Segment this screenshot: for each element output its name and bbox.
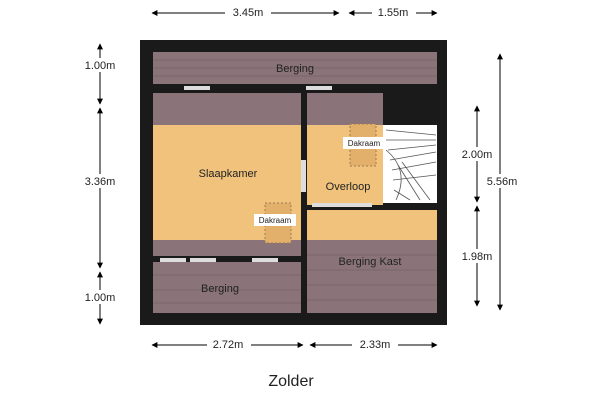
- dim-bg-left-mid: [78, 174, 122, 188]
- floor-title: Zolder: [268, 373, 314, 390]
- door-bottom-3: [252, 258, 278, 262]
- berging-kast-floor: [307, 240, 437, 313]
- dim-left-mid: 3.36m: [85, 176, 116, 188]
- dim-right-upper: 2.00m: [462, 149, 493, 161]
- dim-bg-bottom-left: [207, 337, 251, 351]
- room-label-berging-top: Berging: [276, 63, 314, 75]
- dim-bg-left-top: [78, 58, 122, 72]
- dim-bg-bottom-right: [352, 337, 398, 351]
- slaapkamer-low-zone-top: [153, 93, 301, 125]
- dim-left-top: 1.00m: [85, 60, 116, 72]
- room-label-dakraam-1: Dakraam: [348, 139, 381, 148]
- dim-right-total: 5.56m: [487, 176, 518, 188]
- storage-bottom-floor: [153, 262, 301, 313]
- dim-bg-left-bottom: [78, 290, 122, 304]
- stair-treads: [385, 129, 437, 201]
- door-overloop-bottom: [312, 203, 372, 207]
- dakraam-label-bg-1: [343, 137, 385, 149]
- door-top-left: [184, 86, 210, 90]
- plank-lines-bottom: [153, 274, 301, 304]
- dim-bottom-right: 2.33m: [360, 339, 391, 351]
- dim-bottom-left: 2.72m: [213, 339, 244, 351]
- dim-right-lower: 1.98m: [462, 251, 493, 263]
- plank-lines-top: [153, 59, 437, 77]
- dim-bg-top-right: [372, 5, 416, 19]
- kast-strip: [307, 210, 437, 240]
- dim-bg-right-upper: [455, 147, 499, 161]
- room-label-berging-bottom: Berging: [201, 283, 239, 295]
- room-label-berging-kast: Berging Kast: [339, 256, 402, 268]
- dim-bg-right-lower: [455, 249, 499, 263]
- door-bottom-2: [190, 258, 216, 262]
- room-label-slaapkamer: Slaapkamer: [199, 168, 258, 180]
- dim-top-right: 1.55m: [378, 7, 409, 19]
- dim-top-left: 3.45m: [233, 7, 264, 19]
- dim-bg-top-left: [225, 5, 271, 19]
- dim-left-bottom: 1.00m: [85, 292, 116, 304]
- door-bottom-1: [160, 258, 186, 262]
- dakraam-label-bg-2: [254, 214, 296, 226]
- overloop-low-zone: [307, 93, 383, 125]
- room-label-overloop: Overloop: [326, 181, 371, 193]
- stair-area: [383, 125, 437, 203]
- door-slaapkamer: [301, 160, 306, 192]
- door-top-right: [306, 86, 332, 90]
- slaapkamer-low-zone-bottom: [153, 240, 301, 256]
- dim-bg-right-total: [480, 174, 524, 188]
- room-label-dakraam-2: Dakraam: [259, 216, 292, 225]
- plank-lines-kast: [307, 254, 437, 301]
